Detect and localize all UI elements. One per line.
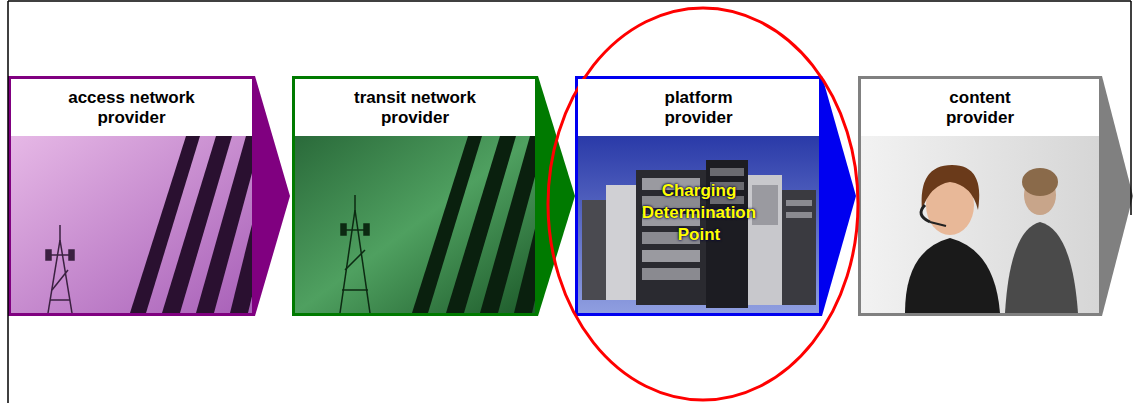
photo-bar (196, 136, 252, 313)
overlay-label: Charging Determination Point (634, 180, 764, 246)
provider-label: platform provider (633, 88, 764, 128)
photo-bar (514, 136, 535, 313)
frame-right (1130, 1, 1132, 215)
highlight-ellipse (548, 8, 858, 400)
chevron-box: content provider (858, 76, 1133, 316)
server-rack (582, 160, 816, 308)
chevron-outline (8, 76, 290, 316)
photo-ground (578, 136, 819, 313)
chevron-box: access network provider (8, 76, 290, 316)
person-front (905, 165, 1000, 313)
photo-ground (295, 136, 535, 313)
access-network-photo (11, 136, 252, 313)
chevron-box: transit network provider (292, 76, 575, 316)
photo-bar (162, 136, 232, 313)
frame-left (7, 1, 9, 403)
tower-symbol (340, 195, 370, 313)
server-photo (578, 136, 819, 313)
chevron-outline (292, 76, 575, 316)
photo-ground (11, 136, 252, 313)
photo-bar (480, 136, 535, 313)
frame-top (8, 0, 1131, 2)
frame-lines (8, 1, 1131, 403)
chevron-outline (858, 76, 1133, 316)
provider-label: content provider (915, 88, 1046, 128)
label-box: access network provider (11, 79, 252, 136)
tower-symbol (46, 225, 74, 313)
chevron-box: platform providerCharging Determination … (575, 76, 856, 316)
chevron-outline (575, 76, 856, 316)
label-box: platform provider (578, 79, 819, 136)
photo-bar (446, 136, 516, 313)
photo-bar (230, 136, 252, 313)
photo-ground (861, 136, 1099, 313)
person-back (1005, 168, 1078, 313)
label-box: content provider (861, 79, 1099, 136)
transit-network-photo (295, 136, 535, 313)
photo-bar (130, 136, 200, 313)
label-box: transit network provider (295, 79, 535, 136)
provider-label: transit network provider (350, 88, 481, 128)
photo-bar (412, 136, 482, 313)
provider-label: access network provider (66, 88, 197, 128)
people-photo (861, 136, 1099, 313)
